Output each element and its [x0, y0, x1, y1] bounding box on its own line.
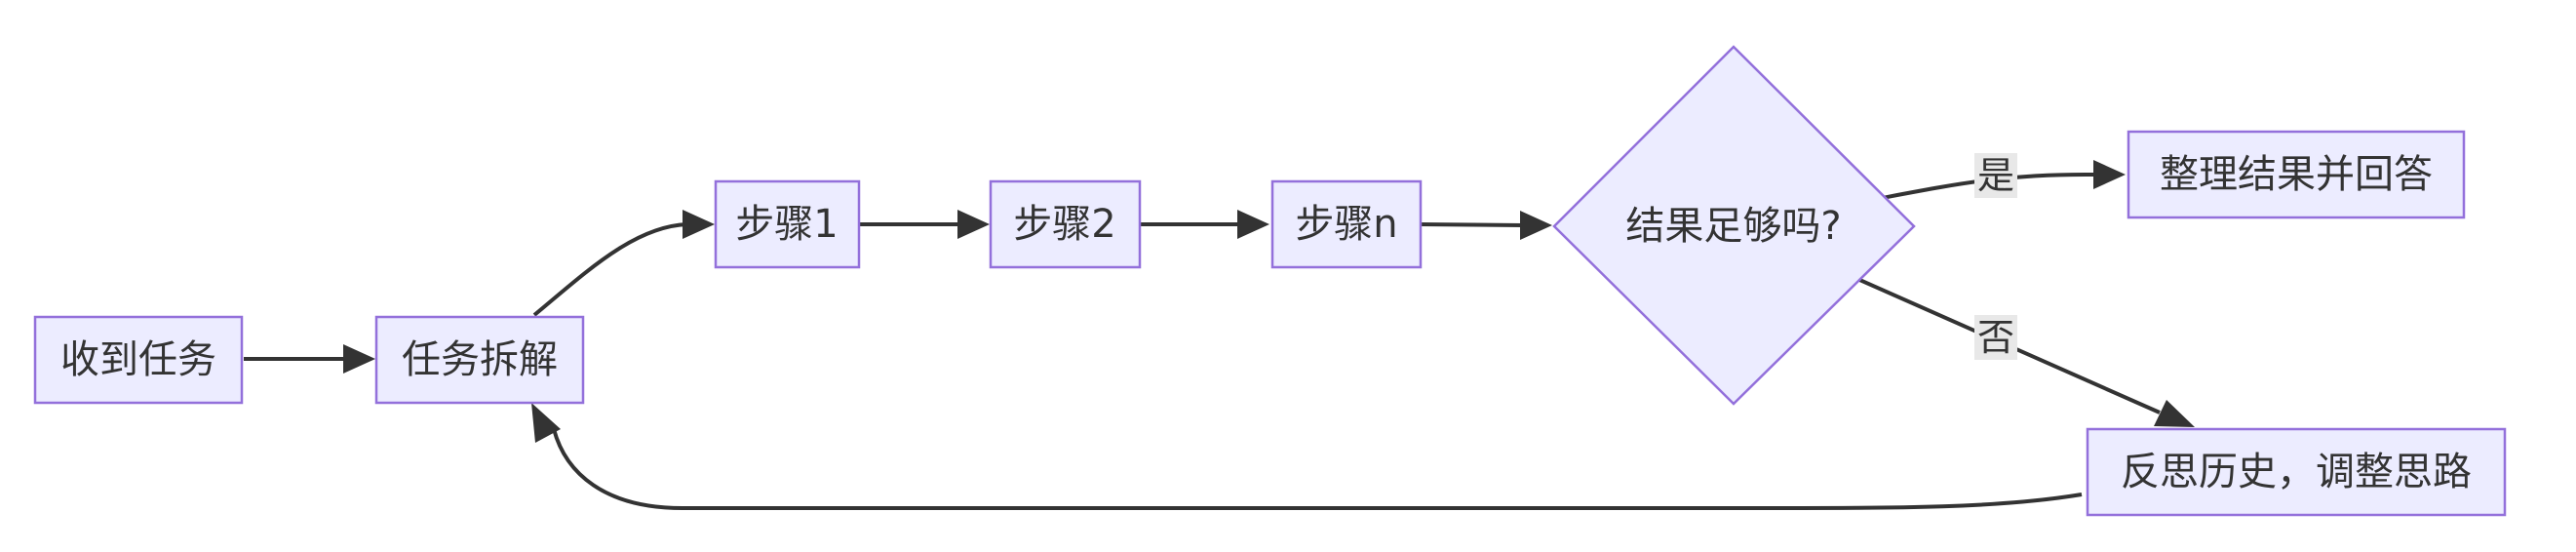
node-reflect-label: 反思历史，调整思路 [2121, 450, 2472, 494]
node-step1[interactable]: 步骤1 [714, 179, 861, 269]
node-stepn[interactable]: 步骤n [1270, 179, 1423, 269]
edge-label-no-bg [1974, 315, 2017, 360]
node-decision-label: 结果足够吗? [1625, 204, 1841, 249]
node-step2[interactable]: 步骤2 [989, 179, 1142, 269]
nodes: 收到任务 任务拆解 步骤1 步骤2 步骤n 结果足够吗? 整理结果并回答 [33, 45, 2507, 517]
node-receive-task[interactable]: 收到任务 [33, 315, 244, 405]
node-decompose-label: 任务拆解 [402, 337, 558, 382]
node-step1-label: 步骤1 [735, 202, 838, 247]
edge-stepn-to-decision [1418, 222, 1524, 227]
node-answer[interactable]: 整理结果并回答 [2127, 130, 2466, 219]
edge-decompose-to-step1 [532, 222, 688, 317]
node-receive-task-label: 收到任务 [60, 337, 216, 382]
arrowhead-receive-to-decompose [343, 344, 375, 374]
arrowhead-stepn-to-decision [1520, 211, 1552, 240]
edge-label-no: 否 [1977, 316, 2014, 359]
arrowhead-step1-to-step2 [957, 210, 990, 239]
node-answer-label: 整理结果并回答 [2160, 152, 2433, 197]
edge-reflect-to-decompose [552, 428, 2083, 510]
edge-label-yes: 是 [1977, 154, 2014, 197]
arrowhead-reflect-to-decompose [531, 403, 561, 443]
node-step2-label: 步骤2 [1013, 202, 1115, 247]
node-reflect[interactable]: 反思历史，调整思路 [2086, 427, 2507, 517]
arrowhead-step2-to-stepn [1237, 210, 1269, 239]
edge-label-yes-bg [1974, 153, 2017, 198]
edge-labels: 是 否 [1974, 153, 2017, 360]
node-decompose[interactable]: 任务拆解 [374, 315, 585, 405]
node-decision[interactable]: 结果足够吗? [1552, 45, 1916, 406]
arrowhead-decision-to-answer [2093, 160, 2126, 189]
arrowhead-decompose-to-step1 [683, 210, 715, 239]
node-stepn-label: 步骤n [1295, 202, 1397, 247]
arrowhead-decision-to-reflect [2154, 400, 2195, 427]
